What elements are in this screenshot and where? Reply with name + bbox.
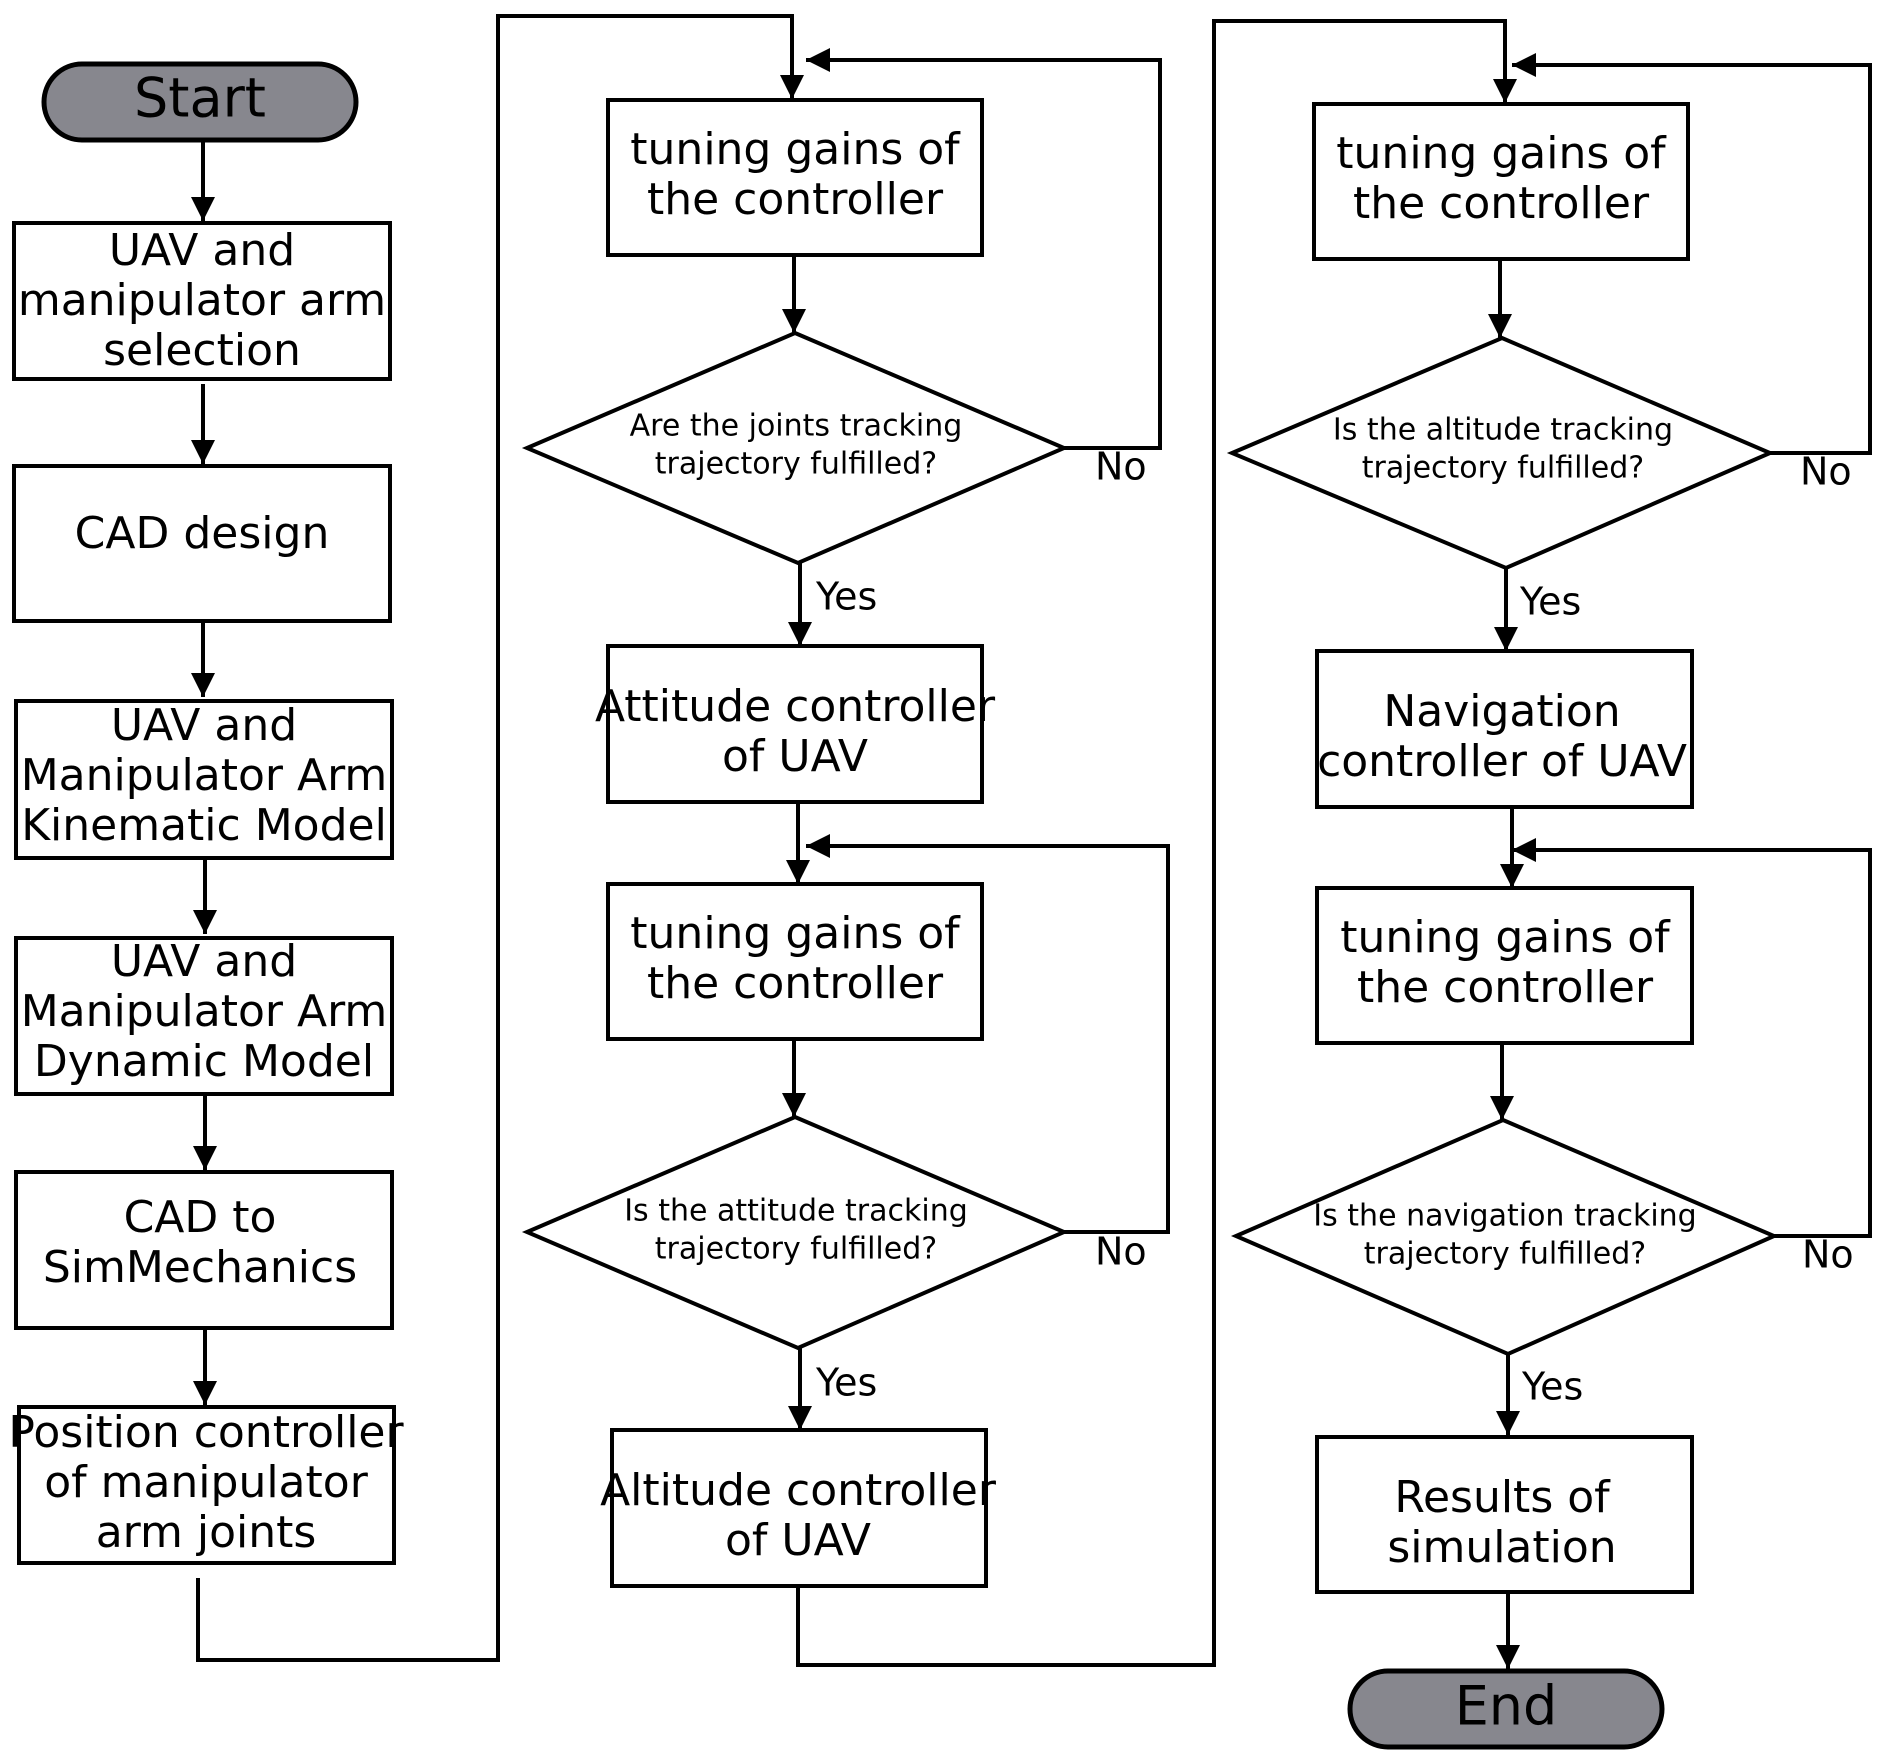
process-cad-to-simmechanics: CAD to SimMechanics: [14, 1170, 394, 1330]
tuning4-line-2: the controller: [1357, 962, 1654, 1013]
process-cad-design: CAD design: [12, 464, 392, 623]
connector-col1-to-col2: [196, 14, 804, 1662]
decision4-line-1: Is the navigation tracking: [1313, 1199, 1696, 1234]
connectors: [191, 14, 1872, 1669]
no-label-joints: No: [1095, 445, 1147, 489]
process-tuning-gains-1: tuning gains of the controller: [606, 98, 984, 257]
kinematic-line-2: Manipulator Arm: [21, 750, 388, 801]
no-label-altitude: No: [1800, 450, 1852, 494]
position-line-3: arm joints: [96, 1507, 317, 1558]
decision-joints-tracking: Are the joints tracking trajectory fulfi…: [521, 330, 1070, 566]
position-line-1: Position controller: [8, 1407, 404, 1458]
process-altitude-controller: Altitude controller of UAV: [600, 1428, 997, 1588]
no-label-navigation: No: [1802, 1233, 1854, 1277]
yes-label-joints: Yes: [815, 575, 877, 619]
decision2-line-1: Is the attitude tracking: [624, 1194, 968, 1229]
tuning3-line-1: tuning gains of: [1336, 128, 1667, 179]
dynamic-line-1: UAV and: [111, 936, 297, 987]
process-attitude-controller: Attitude controller of UAV: [595, 644, 996, 804]
decision4-line-2: trajectory fulfilled?: [1364, 1237, 1646, 1272]
decision-navigation-tracking: Is the navigation tracking trajectory fu…: [1230, 1117, 1780, 1357]
decision-attitude-tracking: Is the attitude tracking trajectory fulf…: [521, 1114, 1070, 1351]
process-tuning-gains-4: tuning gains of the controller: [1315, 886, 1694, 1045]
dynamic-line-3: Dynamic Model: [34, 1036, 374, 1087]
decision1-line-1: Are the joints tracking: [630, 409, 963, 444]
uav-selection-line-3: selection: [103, 325, 301, 376]
loop-no-joints: [806, 48, 1162, 450]
tuning3-line-2: the controller: [1353, 178, 1650, 229]
position-line-2: of manipulator: [44, 1457, 369, 1508]
process-results-of-simulation: Results of simulation: [1315, 1435, 1694, 1594]
process-uav-manipulator-selection: UAV and manipulator arm selection: [12, 221, 392, 381]
altitude-line-2: of UAV: [725, 1515, 871, 1566]
cadsim-line-2: SimMechanics: [43, 1242, 357, 1293]
connector-col2-to-col3: [796, 19, 1517, 1667]
tuning1-line-1: tuning gains of: [630, 124, 961, 175]
yes-label-altitude: Yes: [1519, 580, 1581, 624]
process-navigation-controller: Navigation controller of UAV: [1315, 649, 1694, 809]
process-kinematic-model: UAV and Manipulator Arm Kinematic Model: [14, 699, 394, 860]
results-line-2: simulation: [1387, 1522, 1616, 1573]
start-label: Start: [134, 67, 266, 130]
uav-selection-line-2: manipulator arm: [18, 275, 386, 326]
tuning2-line-2: the controller: [647, 958, 944, 1009]
decision3-line-1: Is the altitude tracking: [1333, 413, 1673, 448]
yes-label-attitude: Yes: [815, 1361, 877, 1405]
tuning1-line-2: the controller: [647, 174, 944, 225]
decision-altitude-tracking: Is the altitude tracking trajectory fulf…: [1226, 335, 1776, 571]
navigation-line-1: Navigation: [1383, 686, 1620, 737]
terminal-end: End: [1347, 1668, 1665, 1750]
loop-no-attitude: [806, 834, 1170, 1234]
loop-no-altitude: [1512, 53, 1872, 455]
no-label-attitude: No: [1095, 1230, 1147, 1274]
kinematic-line-3: Kinematic Model: [21, 800, 387, 851]
decision3-line-2: trajectory fulfilled?: [1362, 451, 1644, 486]
end-label: End: [1455, 1675, 1558, 1738]
yes-label-navigation: Yes: [1521, 1365, 1583, 1409]
attitude-line-1: Attitude controller: [595, 681, 996, 732]
decision2-line-2: trajectory fulfilled?: [655, 1232, 937, 1267]
process-tuning-gains-2: tuning gains of the controller: [606, 882, 984, 1041]
terminal-start: Start: [41, 61, 359, 143]
uav-selection-line-1: UAV and: [109, 225, 295, 276]
decision1-line-2: trajectory fulfilled?: [655, 447, 937, 482]
dynamic-line-2: Manipulator Arm: [21, 986, 388, 1037]
process-tuning-gains-3: tuning gains of the controller: [1312, 102, 1690, 261]
tuning4-line-1: tuning gains of: [1340, 912, 1671, 963]
tuning2-line-1: tuning gains of: [630, 908, 961, 959]
cadsim-line-1: CAD to: [124, 1192, 277, 1243]
loop-no-navigation: [1512, 838, 1872, 1238]
process-dynamic-model: UAV and Manipulator Arm Dynamic Model: [14, 936, 394, 1096]
altitude-line-1: Altitude controller: [600, 1465, 997, 1516]
cad-design-label: CAD design: [75, 508, 330, 559]
kinematic-line-1: UAV and: [111, 700, 297, 751]
process-position-controller: Position controller of manipulator arm j…: [8, 1405, 405, 1565]
navigation-line-2: controller of UAV: [1317, 736, 1687, 787]
results-line-1: Results of: [1394, 1472, 1611, 1523]
attitude-line-2: of UAV: [722, 731, 868, 782]
